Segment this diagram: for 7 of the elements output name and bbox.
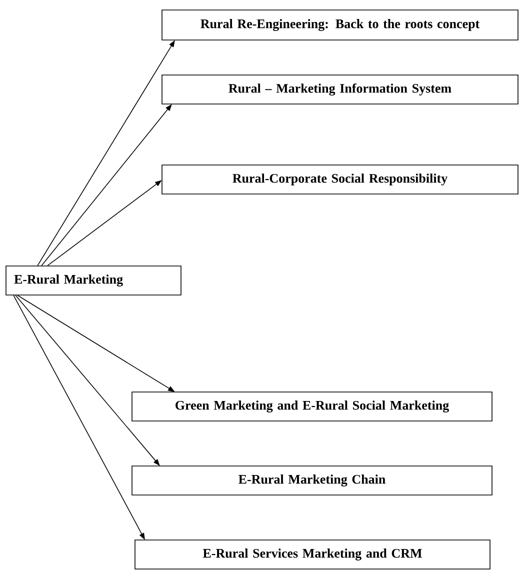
text-box: E-Rural Marketing	[6, 266, 182, 296]
text-box: Rural-Corporate Social Responsibility	[162, 164, 518, 194]
text-box: Rural – Marketing Information System	[162, 74, 518, 104]
text-box: Green Marketing and E-Rural Social Marketing	[132, 392, 492, 422]
text-box: Rural Re-Engineering: Back to the roots concept	[162, 10, 518, 40]
text-box: E-Rural Marketing Chain	[132, 466, 492, 496]
text-box: E-Rural Services Marketing and CRM	[134, 540, 490, 570]
